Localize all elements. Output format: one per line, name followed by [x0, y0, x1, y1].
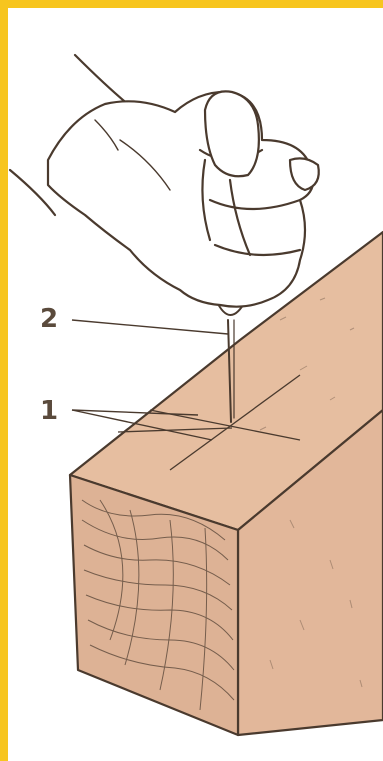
callout-label-awl: 2: [40, 306, 58, 332]
thumb-tip: [205, 91, 259, 176]
hand: [10, 55, 319, 307]
leader-2: [72, 320, 228, 334]
callout-label-marking-lines: 1: [40, 398, 58, 424]
fist-outline: [48, 92, 313, 307]
